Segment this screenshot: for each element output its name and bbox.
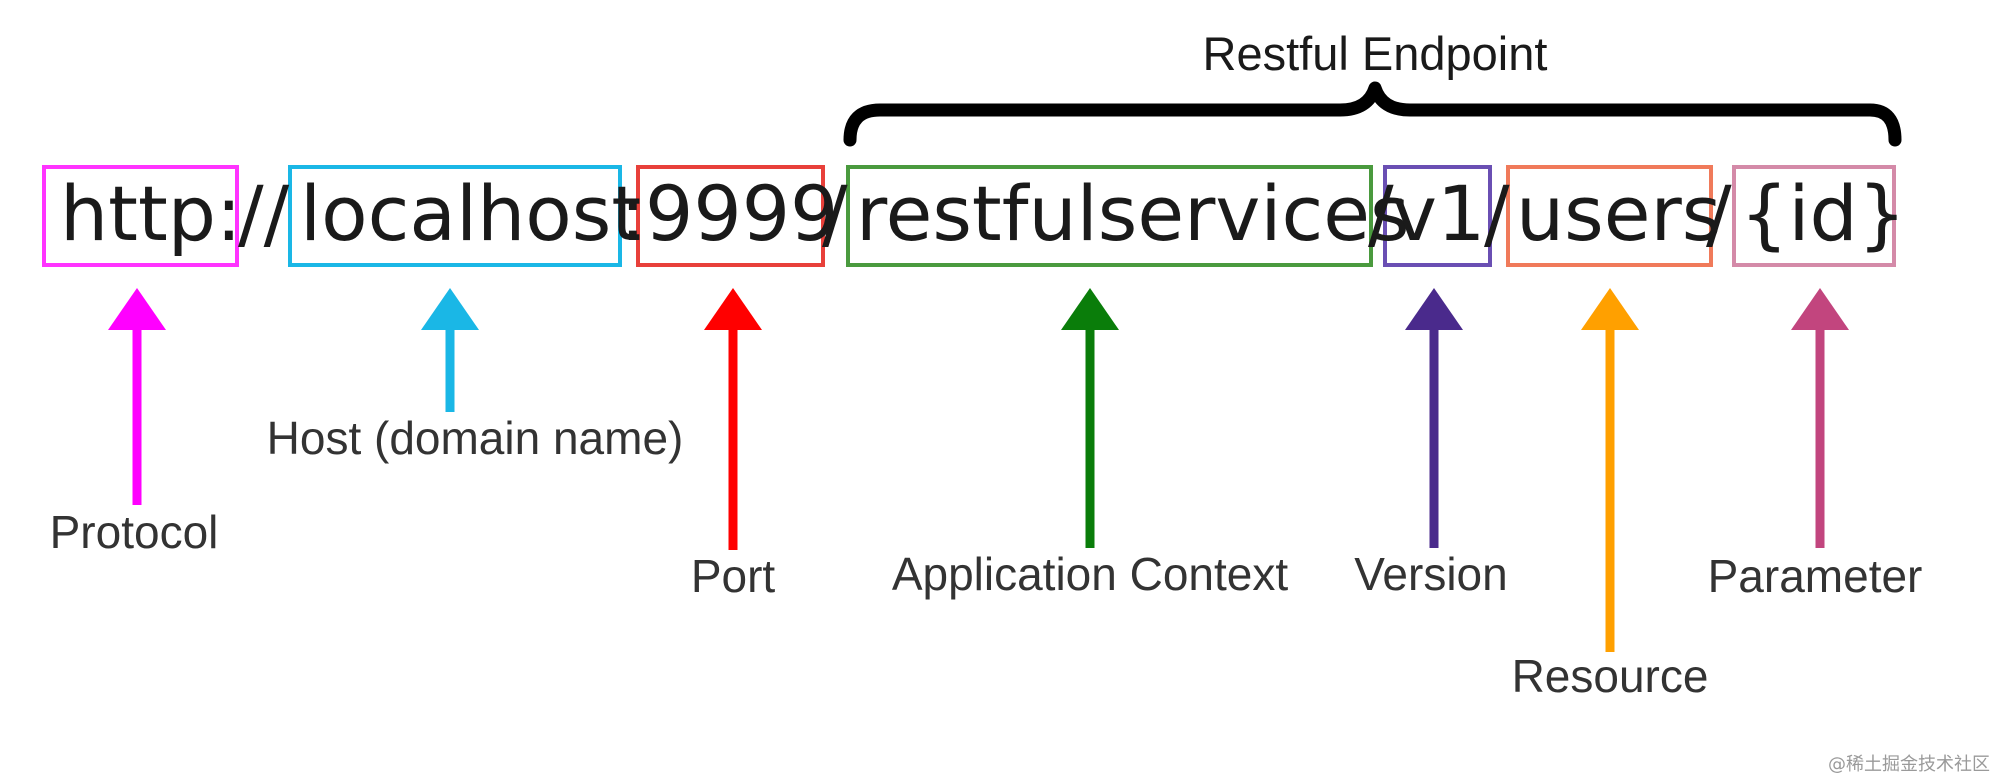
host-box bbox=[288, 165, 622, 267]
resource-text: users bbox=[1516, 169, 1721, 258]
restful-endpoint-title: Restful Endpoint bbox=[1203, 27, 1548, 80]
parameter-label: Parameter bbox=[1708, 550, 1923, 602]
callout-labels: Protocol Host (domain name) Port Applica… bbox=[50, 412, 1923, 702]
restful-endpoint-brace bbox=[843, 81, 1902, 147]
host-arrow bbox=[421, 288, 479, 412]
url-boxes bbox=[42, 165, 1896, 267]
separator-slash: / bbox=[1706, 169, 1732, 258]
callout-arrows bbox=[108, 288, 1849, 652]
version-label: Version bbox=[1354, 548, 1507, 600]
parameter-text: {id} bbox=[1740, 169, 1906, 258]
resource-label: Resource bbox=[1512, 650, 1709, 702]
context-box bbox=[846, 165, 1373, 267]
protocol-arrow bbox=[108, 288, 166, 505]
resource-arrow bbox=[1581, 288, 1639, 652]
watermark: @稀土掘金技术社区 bbox=[1828, 754, 1990, 775]
protocol-label: Protocol bbox=[50, 506, 219, 558]
parameter-arrow bbox=[1791, 288, 1849, 548]
version-arrow bbox=[1405, 288, 1463, 548]
parameter-box bbox=[1732, 165, 1896, 267]
url-text: http: // localhost : 9999 / restfulservi… bbox=[60, 169, 1906, 258]
port-box bbox=[636, 165, 825, 267]
port-arrow bbox=[704, 288, 762, 550]
protocol-box bbox=[42, 165, 239, 267]
separator-double-slash: // bbox=[238, 169, 290, 258]
separator-colon: : bbox=[620, 169, 646, 258]
context-text: restfulservices bbox=[856, 169, 1410, 258]
context-label: Application Context bbox=[892, 548, 1289, 600]
port-label: Port bbox=[691, 550, 776, 602]
version-text: v1 bbox=[1392, 169, 1485, 258]
context-arrow bbox=[1061, 288, 1119, 548]
restful-endpoint-group: Restful Endpoint bbox=[843, 27, 1902, 147]
host-label: Host (domain name) bbox=[267, 412, 684, 464]
host-text: localhost bbox=[300, 169, 641, 258]
separator-slash: / bbox=[1368, 169, 1394, 258]
separator-slash: / bbox=[1484, 169, 1510, 258]
resource-box bbox=[1506, 165, 1713, 267]
port-text: 9999 bbox=[645, 169, 838, 258]
separator-slash: / bbox=[822, 169, 848, 258]
protocol-text: http: bbox=[60, 169, 242, 258]
version-box bbox=[1383, 165, 1492, 267]
